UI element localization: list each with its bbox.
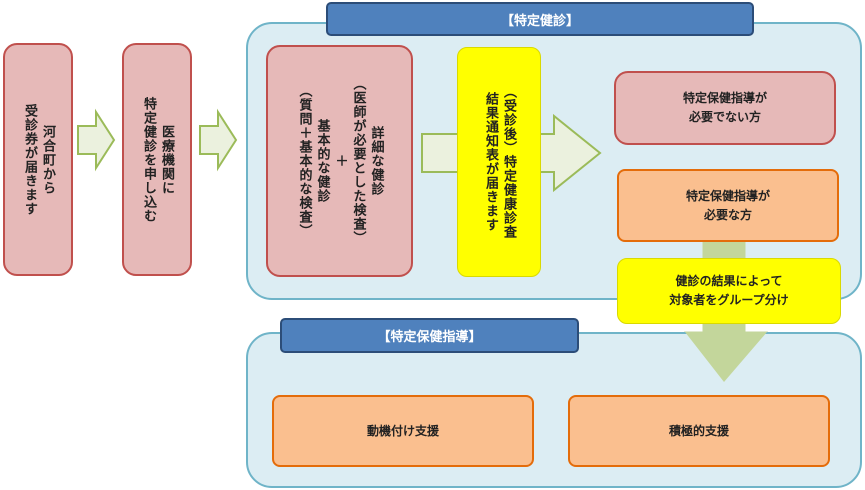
step-apply-checkup: 医療機関に 特定健診を申し込む	[122, 43, 192, 276]
exam-content-box: 詳細な健診 （医師が必要とした検査） ＋ 基本的な健診 （質問＋基本的な検査）	[266, 45, 413, 277]
checkup-header: 【特定健診】	[326, 2, 754, 36]
motivation-support-box: 動機付け支援	[272, 395, 534, 467]
arrow-right-2	[199, 108, 238, 172]
no-guidance-box: 特定保健指導が 必要でない方	[614, 71, 836, 145]
result-notice-box: （受診後）特定健康診査 結果通知表が届きます	[457, 47, 541, 277]
active-support-box: 積極的支援	[568, 395, 830, 467]
needs-guidance-box: 特定保健指導が 必要な方	[617, 169, 839, 242]
arrow-right-1	[77, 108, 116, 172]
grouping-box: 健診の結果によって 対象者をグループ分け	[617, 258, 841, 324]
step-receive-ticket: 河合町から 受診券が届きます	[3, 43, 73, 276]
arrow-down-tip	[685, 324, 767, 382]
guidance-header: 【特定保健指導】	[280, 318, 579, 353]
